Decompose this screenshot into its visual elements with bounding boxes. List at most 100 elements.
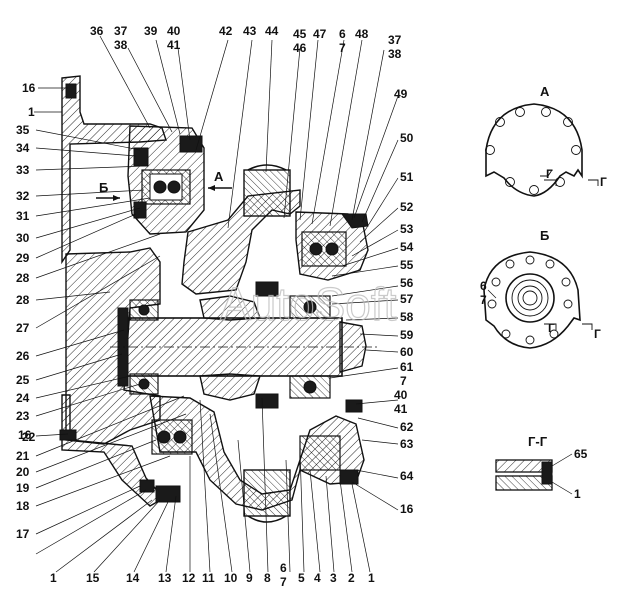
view-b-title: Б: [540, 228, 549, 243]
view-a-cut-mark-2: [588, 179, 599, 186]
callout-37: 37: [388, 33, 402, 47]
callout-43: 43: [243, 24, 257, 38]
lower-seal-1: [345, 399, 363, 413]
callout-62: 62: [400, 420, 414, 434]
flange-bolt-top: [65, 83, 77, 99]
callout-22: 22: [22, 430, 36, 444]
view-b-hub-outer: [505, 273, 555, 323]
callout-60: 60: [400, 345, 414, 359]
arrow-b-label: Б: [99, 180, 108, 195]
callout-4: 4: [314, 571, 321, 585]
callout-65: 65: [574, 447, 588, 461]
view-b-bolt-10: [549, 329, 559, 339]
section-gg-leader-65: [551, 453, 573, 467]
callout-31: 31: [16, 209, 30, 223]
view-b-bolt-9: [525, 335, 535, 345]
view-b-cut-g2: Г: [594, 327, 601, 341]
callout-41: 41: [394, 402, 408, 416]
callout-47: 47: [313, 27, 327, 41]
callout-36: 36: [90, 24, 104, 38]
leader-lines: [34, 35, 399, 573]
view-a-bolt-2: [515, 107, 525, 117]
center-roller-bottom: [303, 380, 317, 394]
callout-21: 21: [16, 449, 30, 463]
callout-59: 59: [400, 328, 414, 342]
view-a: А Г Г: [485, 84, 607, 197]
callout-16: 16: [400, 502, 414, 516]
callout-26: 26: [16, 349, 30, 363]
callout-49: 49: [394, 87, 408, 101]
lower-right-bearing: [299, 435, 341, 471]
callout-48: 48: [355, 27, 369, 41]
view-b-bolt-5: [561, 277, 571, 287]
view-b-outline: [483, 251, 581, 349]
callout-3: 3: [330, 571, 337, 585]
callout-6: 6: [339, 27, 346, 41]
view-a-bolt-9: [555, 177, 565, 187]
callout-17: 17: [16, 527, 30, 541]
callout-56: 56: [400, 276, 414, 290]
view-b-bolt-4: [491, 277, 501, 287]
lower-roller-1: [157, 430, 171, 444]
view-a-title: А: [540, 84, 550, 99]
callout-57: 57: [400, 292, 414, 306]
callout-1: 1: [368, 571, 375, 585]
upper-roller-1: [153, 180, 167, 194]
callout-5: 5: [298, 571, 305, 585]
view-a-bolt-4: [563, 117, 573, 127]
bottom-left-bolt: [139, 479, 155, 493]
callout-13: 13: [158, 571, 172, 585]
callout-50: 50: [400, 131, 414, 145]
pin-lower: [255, 393, 279, 409]
callout-6: 6: [480, 279, 487, 293]
view-a-outline: [485, 103, 583, 197]
callout-30: 30: [16, 231, 30, 245]
callout-34: 34: [16, 141, 30, 155]
callout-24: 24: [16, 391, 30, 405]
view-b-bolt-7: [563, 299, 573, 309]
section-gg-title: Г-Г: [528, 434, 548, 449]
callout-2: 2: [348, 571, 355, 585]
callout-23: 23: [16, 409, 30, 423]
callout-46: 46: [293, 41, 307, 55]
callout-18: 18: [16, 499, 30, 513]
main-cross-section: [59, 75, 380, 523]
callout-51: 51: [400, 170, 414, 184]
right-roller-2: [325, 242, 339, 256]
arrow-a-head: [208, 185, 215, 191]
callout-38: 38: [114, 38, 128, 52]
view-b-cut-mark-2: [582, 323, 593, 330]
left-roller-bottom: [138, 378, 150, 390]
callout-33: 33: [16, 163, 30, 177]
callout-54: 54: [400, 240, 414, 254]
view-b: Б Г Г: [483, 228, 601, 349]
callout-61: 61: [400, 360, 414, 374]
callout-35: 35: [16, 123, 30, 137]
callout-42: 42: [219, 24, 233, 38]
bottom-gear-cap: [247, 515, 287, 523]
view-a-bolt-1: [495, 117, 505, 127]
view-a-bolt-6: [571, 145, 581, 155]
callout-38: 38: [388, 47, 402, 61]
view-a-cut-g2: Г: [600, 175, 607, 189]
view-b-bolt-3: [545, 259, 555, 269]
callout-44: 44: [265, 24, 279, 38]
callout-16: 16: [18, 428, 32, 442]
upper-seal: [133, 147, 149, 167]
callout-7: 7: [280, 575, 287, 589]
view-b-cut-mark-1: [544, 323, 557, 330]
view-b-bolt-8: [501, 329, 511, 339]
callout-41: 41: [167, 38, 181, 52]
callout-14: 14: [126, 571, 140, 585]
view-b-cut-g1: Г: [548, 321, 555, 335]
view-b-bolt-1: [505, 259, 515, 269]
section-gg-leader-1: [551, 481, 573, 495]
view-a-bolt-3: [541, 107, 551, 117]
callout-40: 40: [167, 24, 181, 38]
callout-64: 64: [400, 469, 414, 483]
callout-58: 58: [400, 310, 414, 324]
view-b-bolt-2: [525, 255, 535, 265]
callout-15: 15: [86, 571, 100, 585]
callout-19: 19: [16, 481, 30, 495]
